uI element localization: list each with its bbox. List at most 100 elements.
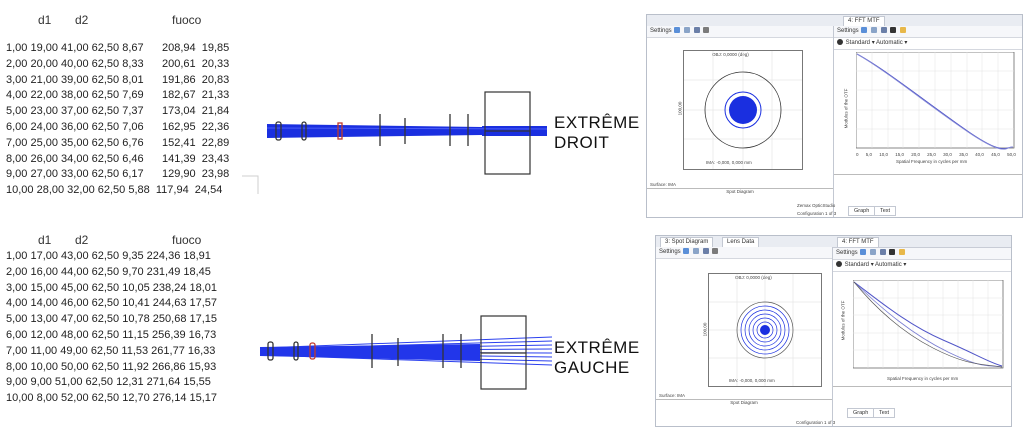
- table-bottom-header-fuoco: fuoco: [172, 233, 202, 247]
- spot-caption: Spot Diagram: [730, 400, 758, 405]
- optical-layout-top: [266, 91, 548, 175]
- text-icon[interactable]: [889, 249, 896, 256]
- table-row: 4,00 22,00 38,00 62,50 7,69 182,67 21,33: [6, 89, 230, 102]
- settings-button[interactable]: Settings: [659, 249, 681, 255]
- fft-options-bar: Standard ▾ Automatic ▾: [833, 260, 1011, 272]
- highlight-icon[interactable]: [899, 249, 906, 256]
- table-row: 9,00 9,00 51,00 62,50 12,31 271,64 15,55: [6, 376, 211, 389]
- table-row: 7,00 11,00 49,00 62,50 11,53 261,77 16,3…: [6, 344, 216, 357]
- table-row: 3,00 21,00 39,00 62,50 8,01 191,86 20,83: [6, 73, 230, 86]
- spot-axis-label: 100,00: [677, 101, 683, 116]
- tab-text[interactable]: Text: [873, 408, 896, 418]
- fft-plot: [856, 52, 1015, 150]
- table-row: 8,00 26,00 34,00 62,50 6,46 141,39 23,43: [6, 152, 230, 165]
- print-icon[interactable]: [712, 248, 719, 255]
- print-icon[interactable]: [703, 27, 710, 34]
- fft-plot: [853, 280, 1004, 369]
- copy-icon[interactable]: [871, 27, 878, 34]
- spot-plot: OBJ: 0,0000 (deg) IMA: -0,000, 0,000 mm: [683, 50, 803, 170]
- save-icon[interactable]: [880, 27, 887, 34]
- help-icon[interactable]: [836, 261, 842, 268]
- settings-button[interactable]: Settings: [650, 28, 672, 34]
- spot-caption: Spot Diagram: [726, 189, 754, 194]
- spot-axis-label: 100,00: [702, 322, 708, 337]
- spot-pane: Settings OBJ: 0,0000 (deg) IMA: -0,0: [656, 247, 836, 426]
- spot-info-box: Spot Diagram Zemax OpticStudio Configura…: [647, 188, 837, 217]
- save-icon[interactable]: [702, 248, 709, 255]
- help-icon[interactable]: [837, 39, 843, 46]
- spot-info-box: Spot Diagram Configuration 1 of 3: [656, 399, 836, 426]
- tab-spot-diagram[interactable]: 3: Spot Diagram: [660, 237, 714, 247]
- dropdown-standard[interactable]: Standard: [844, 262, 870, 268]
- fft-ylabel: Modulus of the OTF: [840, 300, 846, 341]
- refresh-icon[interactable]: [860, 249, 867, 256]
- table-row: 7,00 25,00 35,00 62,50 6,76 152,41 22,89: [6, 136, 230, 149]
- table-row: 3,00 15,00 45,00 62,50 10,05 238,24 18,0…: [6, 281, 218, 294]
- settings-button[interactable]: Settings: [837, 28, 859, 34]
- refresh-icon[interactable]: [674, 27, 681, 34]
- refresh-icon[interactable]: [861, 27, 868, 34]
- ray-bundle: [259, 336, 553, 366]
- highlight-icon[interactable]: [900, 27, 907, 34]
- spot-pane: Settings OBJ: 0,0000 (deg) IMA: -0,000, …: [647, 26, 837, 217]
- lens-elements: [267, 315, 527, 390]
- table-row: 6,00 24,00 36,00 62,50 7,06 162,95 22,36: [6, 120, 230, 133]
- table-row: 1,00 19,00 41,00 62,50 8,67 208,94 19,85: [6, 42, 230, 54]
- spot-title-text: OBJ: 0,0000 (deg): [712, 52, 749, 57]
- fft-options-bar: Standard ▾ Automatic ▾: [834, 38, 1022, 50]
- dropdown-automatic[interactable]: Automatic: [876, 40, 903, 46]
- refresh-icon[interactable]: [683, 248, 690, 255]
- tab-lens-data[interactable]: Lens Data: [722, 237, 760, 247]
- zemax-window-top: 4: FFT MTF Settings OBJ: 0,0000 (deg) IM…: [646, 14, 1023, 218]
- label-extreme-gauche: EXTRÊME GAUCHE: [554, 338, 640, 377]
- table-row: 4,00 14,00 46,00 62,50 10,41 244,63 17,5…: [6, 297, 218, 310]
- spot-diagram: [684, 51, 802, 169]
- spot-bottom-text: IMA: -0,000, 0,000 mm: [729, 378, 775, 383]
- optical-layout-bottom: [259, 315, 553, 390]
- tab-graph[interactable]: Graph: [848, 206, 876, 216]
- table-bottom-header-d1: d1: [38, 233, 52, 247]
- fft-pane: Settings Standard ▾ Automatic ▾ Modulus …: [834, 26, 1022, 217]
- fft-toolbar: Settings: [833, 248, 1011, 260]
- table-row: 10,00 28,00 32,00 62,50 5,88 117,94 24,5…: [6, 184, 223, 197]
- config-label: Configuration 1 of 3: [797, 211, 837, 216]
- copy-icon[interactable]: [684, 27, 691, 34]
- copy-icon[interactable]: [870, 249, 877, 256]
- zemax-label: Zemax OpticStudio: [797, 203, 836, 208]
- table-row: 5,00 23,00 37,00 62,50 7,37 173,04 21,84: [6, 105, 230, 118]
- table-bottom-header-d2: d2: [75, 233, 89, 247]
- fft-xlabel: Spatial Frequency in cycles per mm: [896, 159, 968, 164]
- copy-icon[interactable]: [693, 248, 700, 255]
- table-row: 6,00 12,00 48,00 62,50 11,15 256,39 16,7…: [6, 328, 217, 341]
- tab-fft-mtf[interactable]: 4: FFT MTF: [843, 16, 885, 26]
- fft-xlabel: Spatial Frequency in cycles per mm: [887, 376, 959, 381]
- table-row: 2,00 20,00 40,00 62,50 8,33 200,61 20,33: [6, 57, 230, 70]
- table-top: 1,00 19,00 41,00 62,50 8,67 208,94 19,85…: [6, 41, 229, 199]
- fft-info-box: [833, 386, 1011, 405]
- table-bottom: 1,00 17,00 43,00 62,50 9,35 224,36 18,91…: [6, 249, 217, 407]
- fft-pane: 4: FFT MTF Settings Standard ▾ Automatic…: [833, 236, 1011, 426]
- label-extreme-droit: EXTRÊME DROIT: [554, 113, 640, 152]
- dropdown-automatic[interactable]: Automatic: [875, 262, 902, 268]
- config-label: Configuration 1 of 3: [796, 420, 836, 425]
- text-icon[interactable]: [890, 27, 897, 34]
- settings-button[interactable]: Settings: [836, 250, 858, 256]
- save-icon[interactable]: [879, 249, 886, 256]
- fft-ylabel: Modulus of the OTF: [843, 88, 849, 129]
- tab-text[interactable]: Text: [874, 206, 897, 216]
- spot-bottom-text: IMA: -0,000, 0,000 mm: [706, 160, 752, 165]
- table-top-header-d2: d2: [75, 13, 89, 27]
- spot-plot: OBJ: 0,0000 (deg) IMA: -0,000, 0,000 mm: [708, 273, 822, 387]
- tab-graph[interactable]: Graph: [847, 408, 875, 418]
- table-top-header-d1: d1: [38, 13, 52, 27]
- zemax-window-bottom: 3: Spot Diagram Lens Data Settings OBJ: …: [655, 235, 1012, 427]
- table-row: 1,00 17,00 43,00 62,50 9,35 224,36 18,91: [6, 250, 211, 262]
- table-row: 10,00 8,00 52,00 62,50 12,70 276,14 15,1…: [6, 392, 218, 405]
- dropdown-standard[interactable]: Standard: [845, 40, 871, 46]
- lens-elements: [275, 91, 531, 175]
- table-row: 5,00 13,00 47,00 62,50 10,78 250,68 17,1…: [6, 313, 218, 326]
- save-icon[interactable]: [693, 27, 700, 34]
- tab-fft-mtf[interactable]: 4: FFT MTF: [837, 237, 879, 247]
- spot-toolbar: Settings: [656, 247, 832, 259]
